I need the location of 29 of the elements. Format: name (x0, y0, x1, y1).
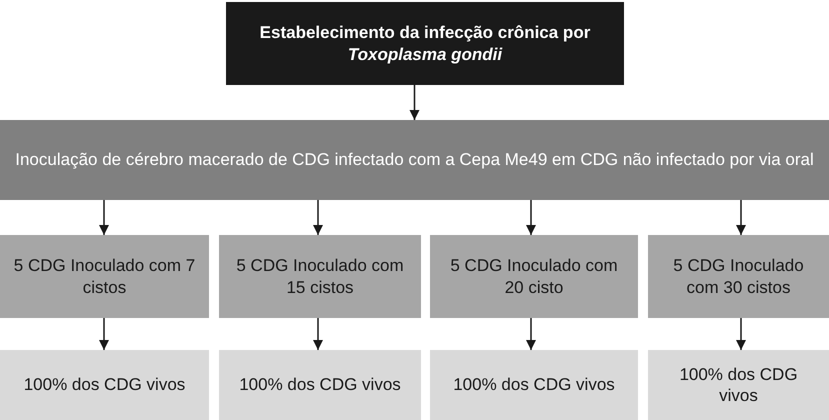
process-box (0, 120, 829, 200)
process-box (0, 235, 209, 318)
box-text: 5 CDG Inoculado com 20 cisto (449, 255, 619, 298)
arrow (99, 318, 109, 350)
box-text: Estabelecimento da infecção crônica por Toxoplasma gondii (258, 22, 592, 65)
process-box (430, 350, 638, 420)
process-box (648, 235, 829, 318)
arrow (526, 318, 536, 350)
box-text: 5 CDG Inoculado com 7 cistos (12, 255, 196, 298)
arrow (313, 200, 323, 235)
process-box (219, 350, 421, 420)
arrow (313, 318, 323, 350)
box-text: Inoculação de cérebro macerado de CDG infectado com a Cepa Me49 em CDG não infectado por via oral (15, 149, 814, 171)
box-text: 5 CDG Inoculado com 30 cistos (672, 255, 805, 298)
box-text: 100% dos CDG vivos (239, 374, 401, 396)
arrow (526, 200, 536, 235)
process-box (648, 350, 829, 420)
box-text: 100% dos CDG vivos (678, 364, 799, 406)
arrow (736, 318, 746, 350)
box-text: 5 CDG Inoculado com 15 cistos (235, 255, 405, 298)
arrow (736, 200, 746, 235)
box-text: 100% dos CDG vivos (453, 374, 615, 396)
arrow (410, 85, 420, 120)
process-box (430, 235, 638, 318)
box-text: 100% dos CDG vivos (24, 374, 186, 396)
process-box (219, 235, 421, 318)
arrow (99, 200, 109, 235)
process-box (0, 350, 209, 420)
process-box (226, 2, 624, 85)
